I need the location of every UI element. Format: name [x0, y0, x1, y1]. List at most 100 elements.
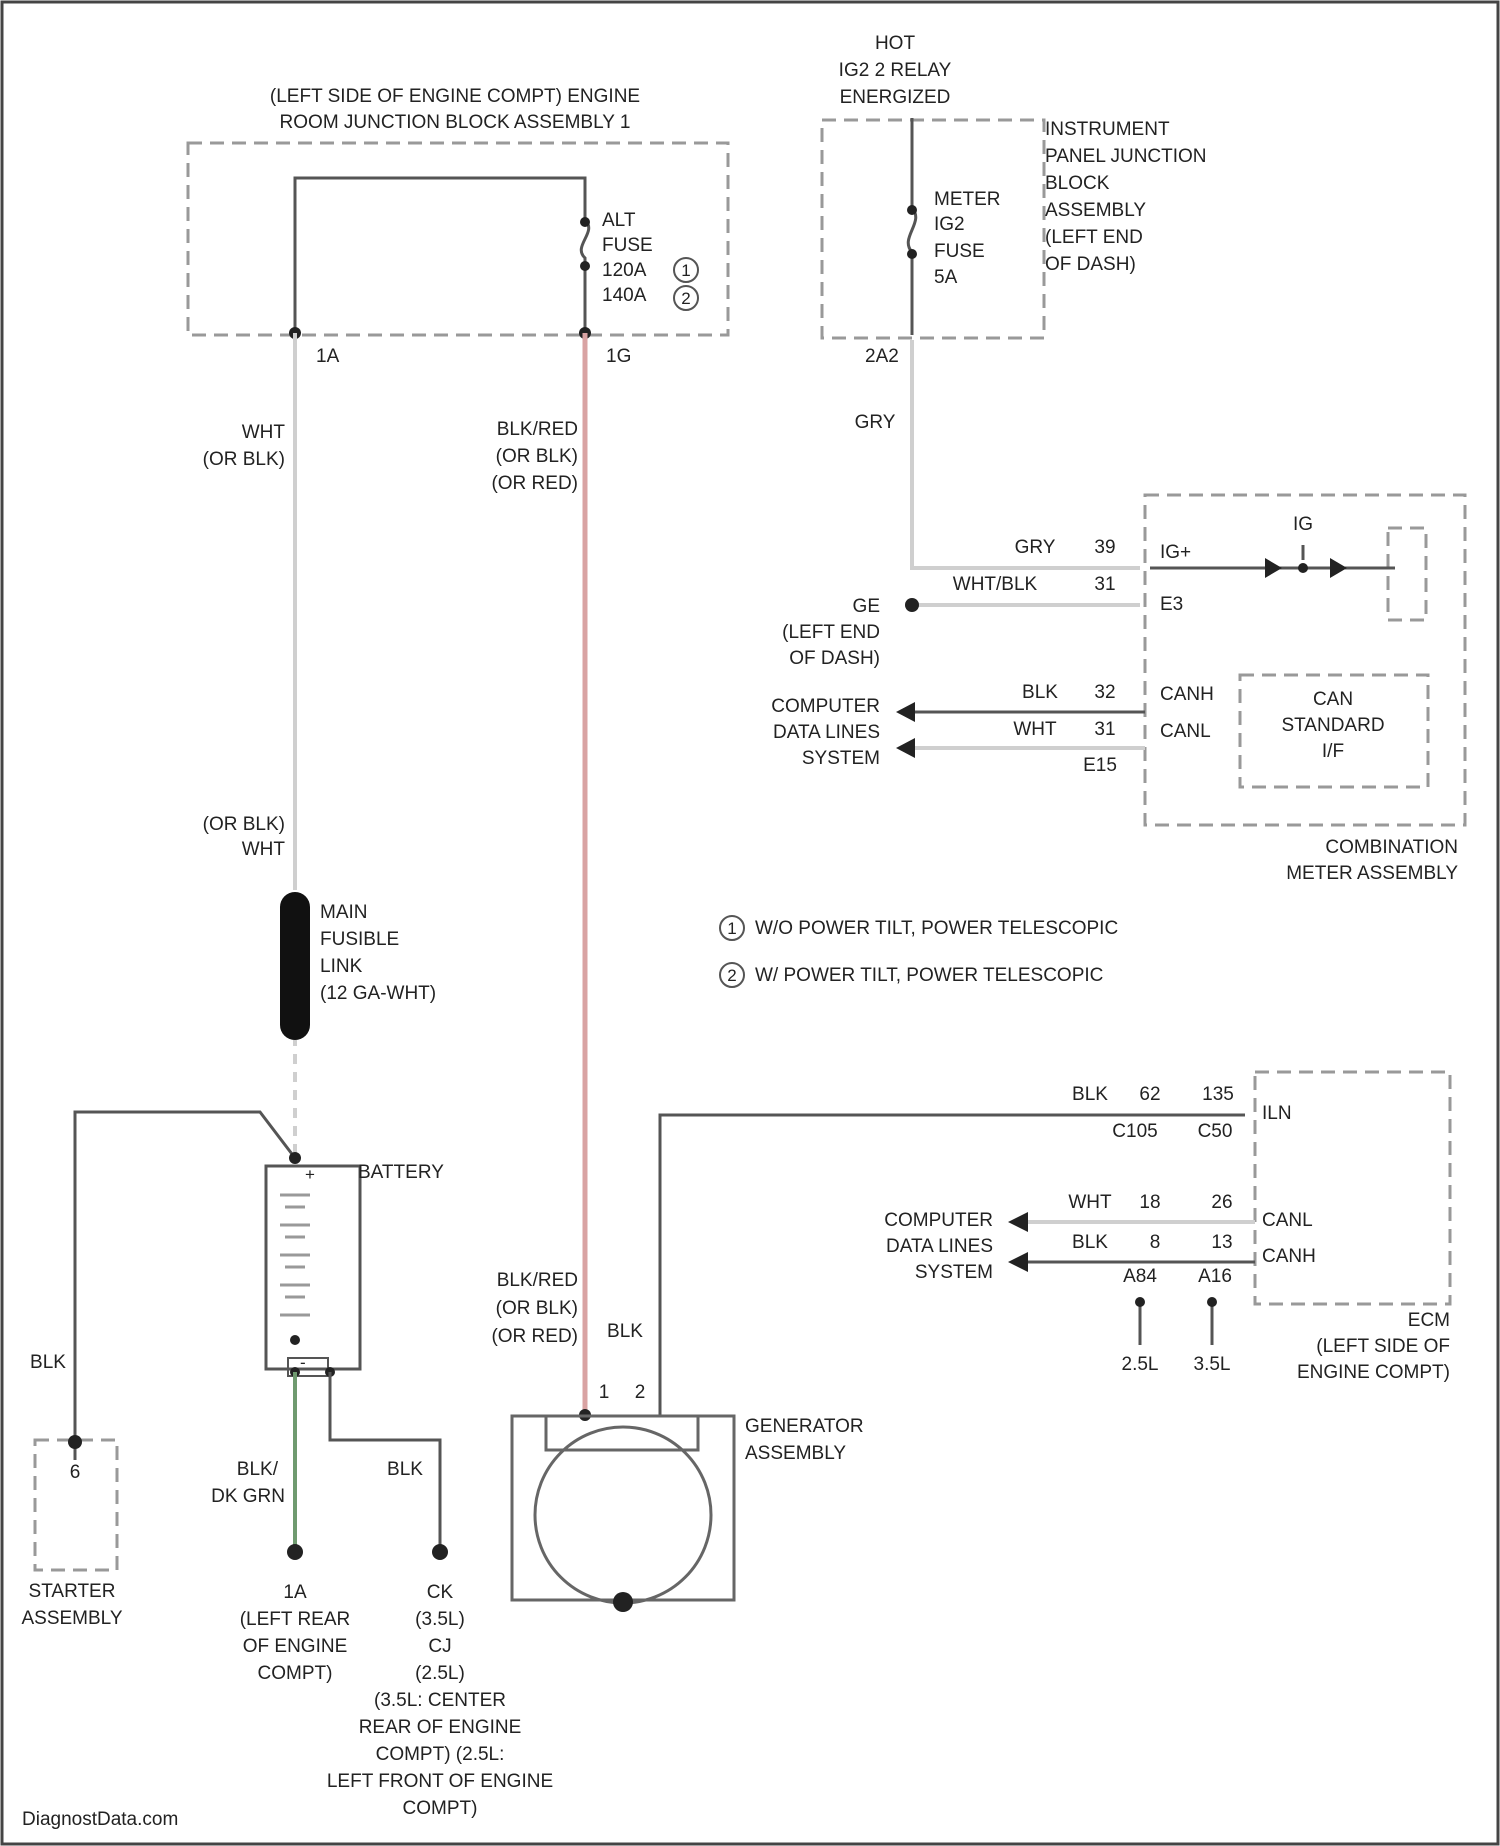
legend-2-number: 2 — [727, 966, 736, 985]
variant-3-5l: 3.5L — [1194, 1354, 1231, 1375]
ig-label: IG — [1293, 514, 1313, 535]
blk-generator-label: BLK — [607, 1321, 643, 1342]
generator-pin2: 2 — [635, 1382, 646, 1403]
wht-meter-pin: 31 — [1094, 719, 1115, 740]
e15-connector: E15 — [1083, 755, 1117, 776]
battery-minus: - — [300, 1353, 306, 1372]
meter-cdl-line3: SYSTEM — [802, 748, 880, 769]
battery-negative-node — [290, 1335, 300, 1345]
ground-cb-line1: CK — [427, 1582, 454, 1603]
can-if-line3: I/F — [1322, 741, 1344, 762]
pin-1g-label: 1G — [606, 346, 631, 367]
alt-fuse-line1: ALT — [602, 210, 636, 231]
instrument-panel-line1: INSTRUMENT — [1045, 119, 1170, 140]
ge-ground-line1: GE — [853, 596, 880, 617]
e3-label: E3 — [1160, 594, 1183, 615]
wht-wire-lower-label-1: (OR BLK) — [203, 814, 285, 835]
meter-fuse-line2: IG2 — [934, 214, 965, 235]
fusible-link-line3: LINK — [320, 956, 363, 977]
gry-wire-label: GRY — [855, 412, 896, 433]
wht-wire-label-2: (OR BLK) — [203, 449, 285, 470]
starter-pin: 6 — [70, 1462, 81, 1483]
blk-red-lower-label-1: BLK/RED — [497, 1270, 578, 1291]
ground-cb-line2: (3.5L) — [415, 1609, 465, 1630]
ecm-pin-135: 135 — [1202, 1084, 1234, 1105]
blk-dkgrn-label-1: BLK/ — [237, 1459, 279, 1480]
instrument-panel-pin: 2A2 — [865, 346, 899, 367]
blk-meter-pin: 32 — [1094, 682, 1115, 703]
combination-meter-title-line1: COMBINATION — [1325, 837, 1458, 858]
ecm-cdl-line3: SYSTEM — [915, 1262, 993, 1283]
alt-fuse-line2: FUSE — [602, 235, 653, 256]
fusible-link-line1: MAIN — [320, 902, 368, 923]
starter-line1: STARTER — [29, 1581, 116, 1602]
note-2-number: 2 — [681, 289, 690, 308]
generator-ground-node — [613, 1592, 633, 1612]
ecm-pin-62: 62 — [1139, 1084, 1160, 1105]
junction-block-title-line2: ROOM JUNCTION BLOCK ASSEMBLY 1 — [280, 112, 631, 133]
instrument-panel-line4: ASSEMBLY — [1045, 200, 1146, 221]
fusible-link-body — [280, 892, 310, 1040]
wht-blk-pin: 31 — [1094, 574, 1115, 595]
blk-red-upper-label-1: BLK/RED — [497, 419, 578, 440]
ground-1a-line2: (LEFT REAR — [240, 1609, 351, 1630]
combination-meter-title-line2: METER ASSEMBLY — [1286, 863, 1458, 884]
starter-pin-node — [68, 1435, 82, 1449]
ecm-pin-8: 8 — [1150, 1232, 1161, 1253]
canh-meter-label: CANH — [1160, 684, 1214, 705]
ge-ground-line2: (LEFT END — [782, 622, 880, 643]
instrument-panel-line2: PANEL JUNCTION — [1045, 146, 1207, 167]
instrument-panel-line3: BLOCK — [1045, 173, 1110, 194]
ground-cb-line4: (2.5L) — [415, 1663, 465, 1684]
legend-1-number: 1 — [727, 919, 736, 938]
can-if-line2: STANDARD — [1281, 715, 1384, 736]
battery-label: BATTERY — [358, 1162, 444, 1183]
note-1-number: 1 — [681, 261, 690, 280]
ecm-cdl-line1: COMPUTER — [884, 1210, 993, 1231]
meter-fuse-node-bottom — [907, 249, 917, 259]
blk-meter-label: BLK — [1022, 682, 1058, 703]
ge-ground-node — [905, 598, 919, 612]
blk-ground-label: BLK — [387, 1459, 423, 1480]
fusible-link-line4: (12 GA-WHT) — [320, 983, 436, 1004]
generator-line1: GENERATOR — [745, 1416, 864, 1437]
blk-starter-label: BLK — [30, 1352, 66, 1373]
ground-cb-line3: CJ — [428, 1636, 451, 1657]
wht-meter-label: WHT — [1013, 719, 1057, 740]
ecm-connector-a16: A16 — [1198, 1266, 1232, 1287]
alt-fuse-node-top — [580, 217, 590, 227]
canl-meter-label: CANL — [1160, 721, 1211, 742]
ecm-connector-c105: C105 — [1112, 1121, 1157, 1142]
ecm-blk-wire-label: BLK — [1072, 1084, 1108, 1105]
blk-dkgrn-label-2: DK GRN — [211, 1486, 285, 1507]
ground-1a-line3: OF ENGINE — [243, 1636, 348, 1657]
ground-cb-line7: COMPT) (2.5L: — [376, 1744, 505, 1765]
meter-fuse-node-top — [907, 205, 917, 215]
ecm-canh-label: CANH — [1262, 1246, 1316, 1267]
instrument-panel-line5: (LEFT END — [1045, 227, 1143, 248]
wht-blk-label: WHT/BLK — [953, 574, 1038, 595]
ge-ground-line3: OF DASH) — [789, 648, 880, 669]
blk-red-upper-label-3: (OR RED) — [491, 473, 578, 494]
ecm-blk-wire2-label: BLK — [1072, 1232, 1108, 1253]
ground-1a-line4: COMPT) — [258, 1663, 333, 1684]
gry-meter-wire: GRY — [1015, 537, 1056, 558]
battery-positive-node — [289, 1152, 301, 1164]
ecm-pin-26: 26 — [1211, 1192, 1232, 1213]
ecm-title-line2: (LEFT SIDE OF — [1316, 1336, 1450, 1357]
pin-1a-label: 1A — [316, 346, 340, 367]
wht-wire-label-1: WHT — [242, 422, 286, 443]
starter-line2: ASSEMBLY — [21, 1608, 122, 1629]
ground-cb-line8: LEFT FRONT OF ENGINE — [327, 1771, 553, 1792]
generator-pin1: 1 — [599, 1382, 610, 1403]
blk-red-upper-label-2: (OR BLK) — [496, 446, 578, 467]
meter-fuse-line4: 5A — [934, 267, 958, 288]
ecm-canl-label: CANL — [1262, 1210, 1313, 1231]
battery-plus: + — [305, 1165, 315, 1184]
hot-label-line2: IG2 2 RELAY — [839, 60, 952, 81]
blk-red-lower-label-2: (OR BLK) — [496, 1298, 578, 1319]
legend-1-text: W/O POWER TILT, POWER TELESCOPIC — [755, 918, 1118, 939]
instrument-panel-line6: OF DASH) — [1045, 254, 1136, 275]
ecm-connector-a84: A84 — [1123, 1266, 1157, 1287]
